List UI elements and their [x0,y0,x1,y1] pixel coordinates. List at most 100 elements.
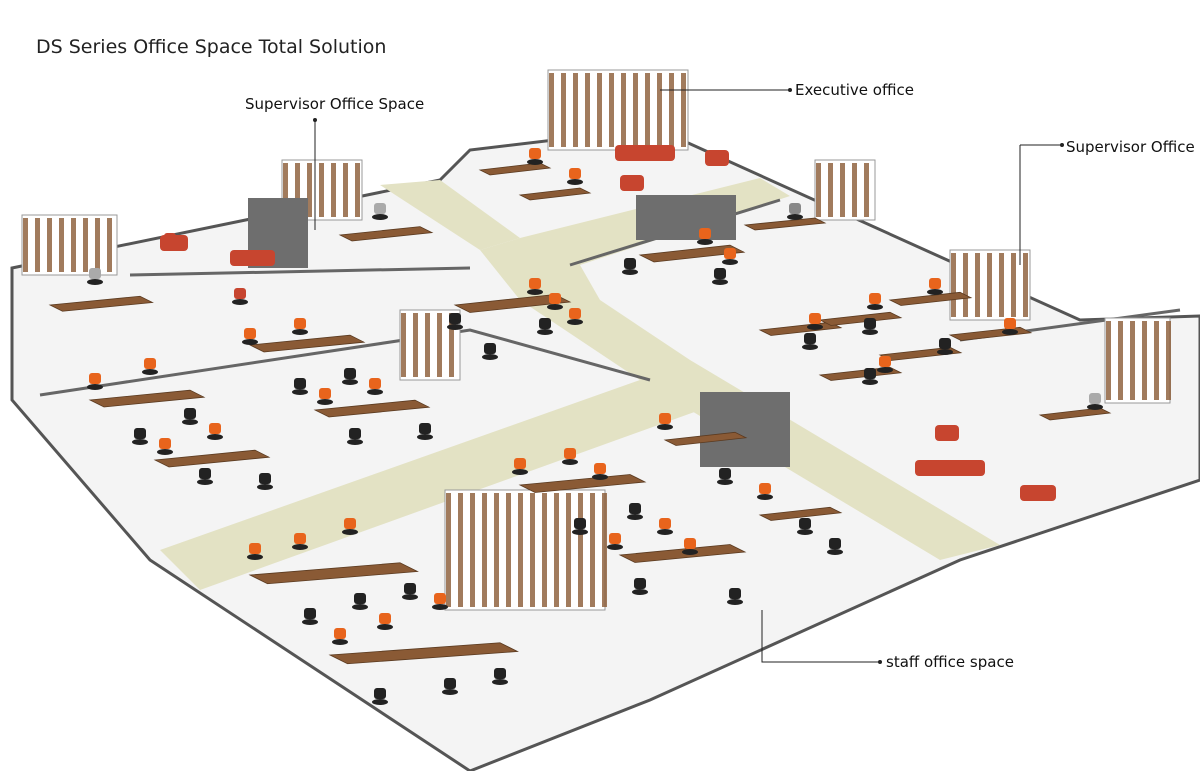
chair-icon [377,624,393,630]
bookshelf-icon [47,218,52,272]
bookshelf-icon [35,218,40,272]
partition-icon [636,195,736,240]
chair-icon [492,679,508,685]
chair-icon [374,688,386,699]
chair-icon [419,423,431,434]
chair-icon [209,423,221,434]
desk-icon [88,389,206,408]
desk-icon [338,226,434,242]
chair-icon [374,203,386,214]
label-staff-office-space: staff office space [886,653,1014,671]
bookshelf-icon [852,163,857,217]
chair-icon [697,239,713,245]
bookshelf-icon [283,163,288,217]
chair-icon [632,589,648,595]
bookshelf-icon [657,73,662,147]
chair-icon [869,293,881,304]
label-executive-office: Executive office [795,81,914,99]
chair-icon [717,479,733,485]
chair-icon [657,424,673,430]
chair-icon [757,494,773,500]
chair-icon [862,329,878,335]
bookshelf-icon [578,493,583,607]
chair-icon [512,469,528,475]
chair-icon [629,503,641,514]
chair-icon [199,468,211,479]
bookshelf-icon [573,73,578,147]
bookshelf-icon [1154,321,1159,400]
chair-icon [567,179,583,185]
sofa-icon [620,175,644,191]
desk-icon [248,334,366,353]
bookshelf-icon [470,493,475,607]
sofa-icon [230,250,275,266]
chair-icon [714,268,726,279]
bookshelf-icon [602,493,607,607]
bookshelf-icon [518,493,523,607]
chair-icon [294,533,306,544]
chair-icon [367,389,383,395]
chair-icon [442,689,458,695]
desk-icon [758,506,843,521]
chair-icon [447,324,463,330]
chair-icon [547,304,563,310]
chair-icon [659,413,671,424]
chair-icon [727,599,743,605]
bookshelf-icon [951,253,956,317]
chair-icon [682,549,698,555]
desk-icon [453,294,572,313]
chair-icon [234,288,246,299]
chair-icon [562,459,578,465]
chair-icon [482,354,498,360]
chair-icon [354,593,366,604]
chair-icon [827,549,843,555]
chair-icon [494,668,506,679]
chair-icon [292,544,308,550]
chair-icon [417,434,433,440]
chair-icon [929,278,941,289]
sofa-icon [615,145,675,161]
bookshelf-icon [437,313,442,377]
bookshelf-icon [530,493,535,607]
chair-icon [1002,329,1018,335]
chair-icon [344,368,356,379]
bookshelf-icon [295,163,300,217]
chair-icon [319,388,331,399]
desk-icon [518,187,592,201]
chair-icon [927,289,943,295]
bookshelf-icon [1023,253,1028,317]
bookshelf-icon [506,493,511,607]
chair-icon [344,518,356,529]
chair-icon [244,328,256,339]
chair-icon [719,468,731,479]
chair-icon [862,379,878,385]
chair-icon [807,324,823,330]
chair-icon [609,533,621,544]
sofa-icon [705,150,729,166]
chair-icon [937,349,953,355]
bookshelf-icon [1166,321,1171,400]
desk-icon [618,544,747,563]
chair-icon [809,313,821,324]
chair-icon [259,473,271,484]
sofa-icon [915,460,985,476]
chair-icon [594,463,606,474]
chair-icon [342,529,358,535]
chair-icon [207,434,223,440]
chair-icon [607,544,623,550]
chair-icon [569,168,581,179]
bookshelf-icon [633,73,638,147]
chair-icon [342,379,358,385]
bookshelf-icon [425,313,430,377]
chair-icon [864,368,876,379]
desk-icon [948,326,1033,341]
chair-icon [567,319,583,325]
chair-icon [444,678,456,689]
bookshelf-icon [828,163,833,217]
bookshelf-icon [71,218,76,272]
bookshelf-icon [566,493,571,607]
chair-icon [712,279,728,285]
sofa-icon [160,235,188,251]
chair-icon [249,543,261,554]
